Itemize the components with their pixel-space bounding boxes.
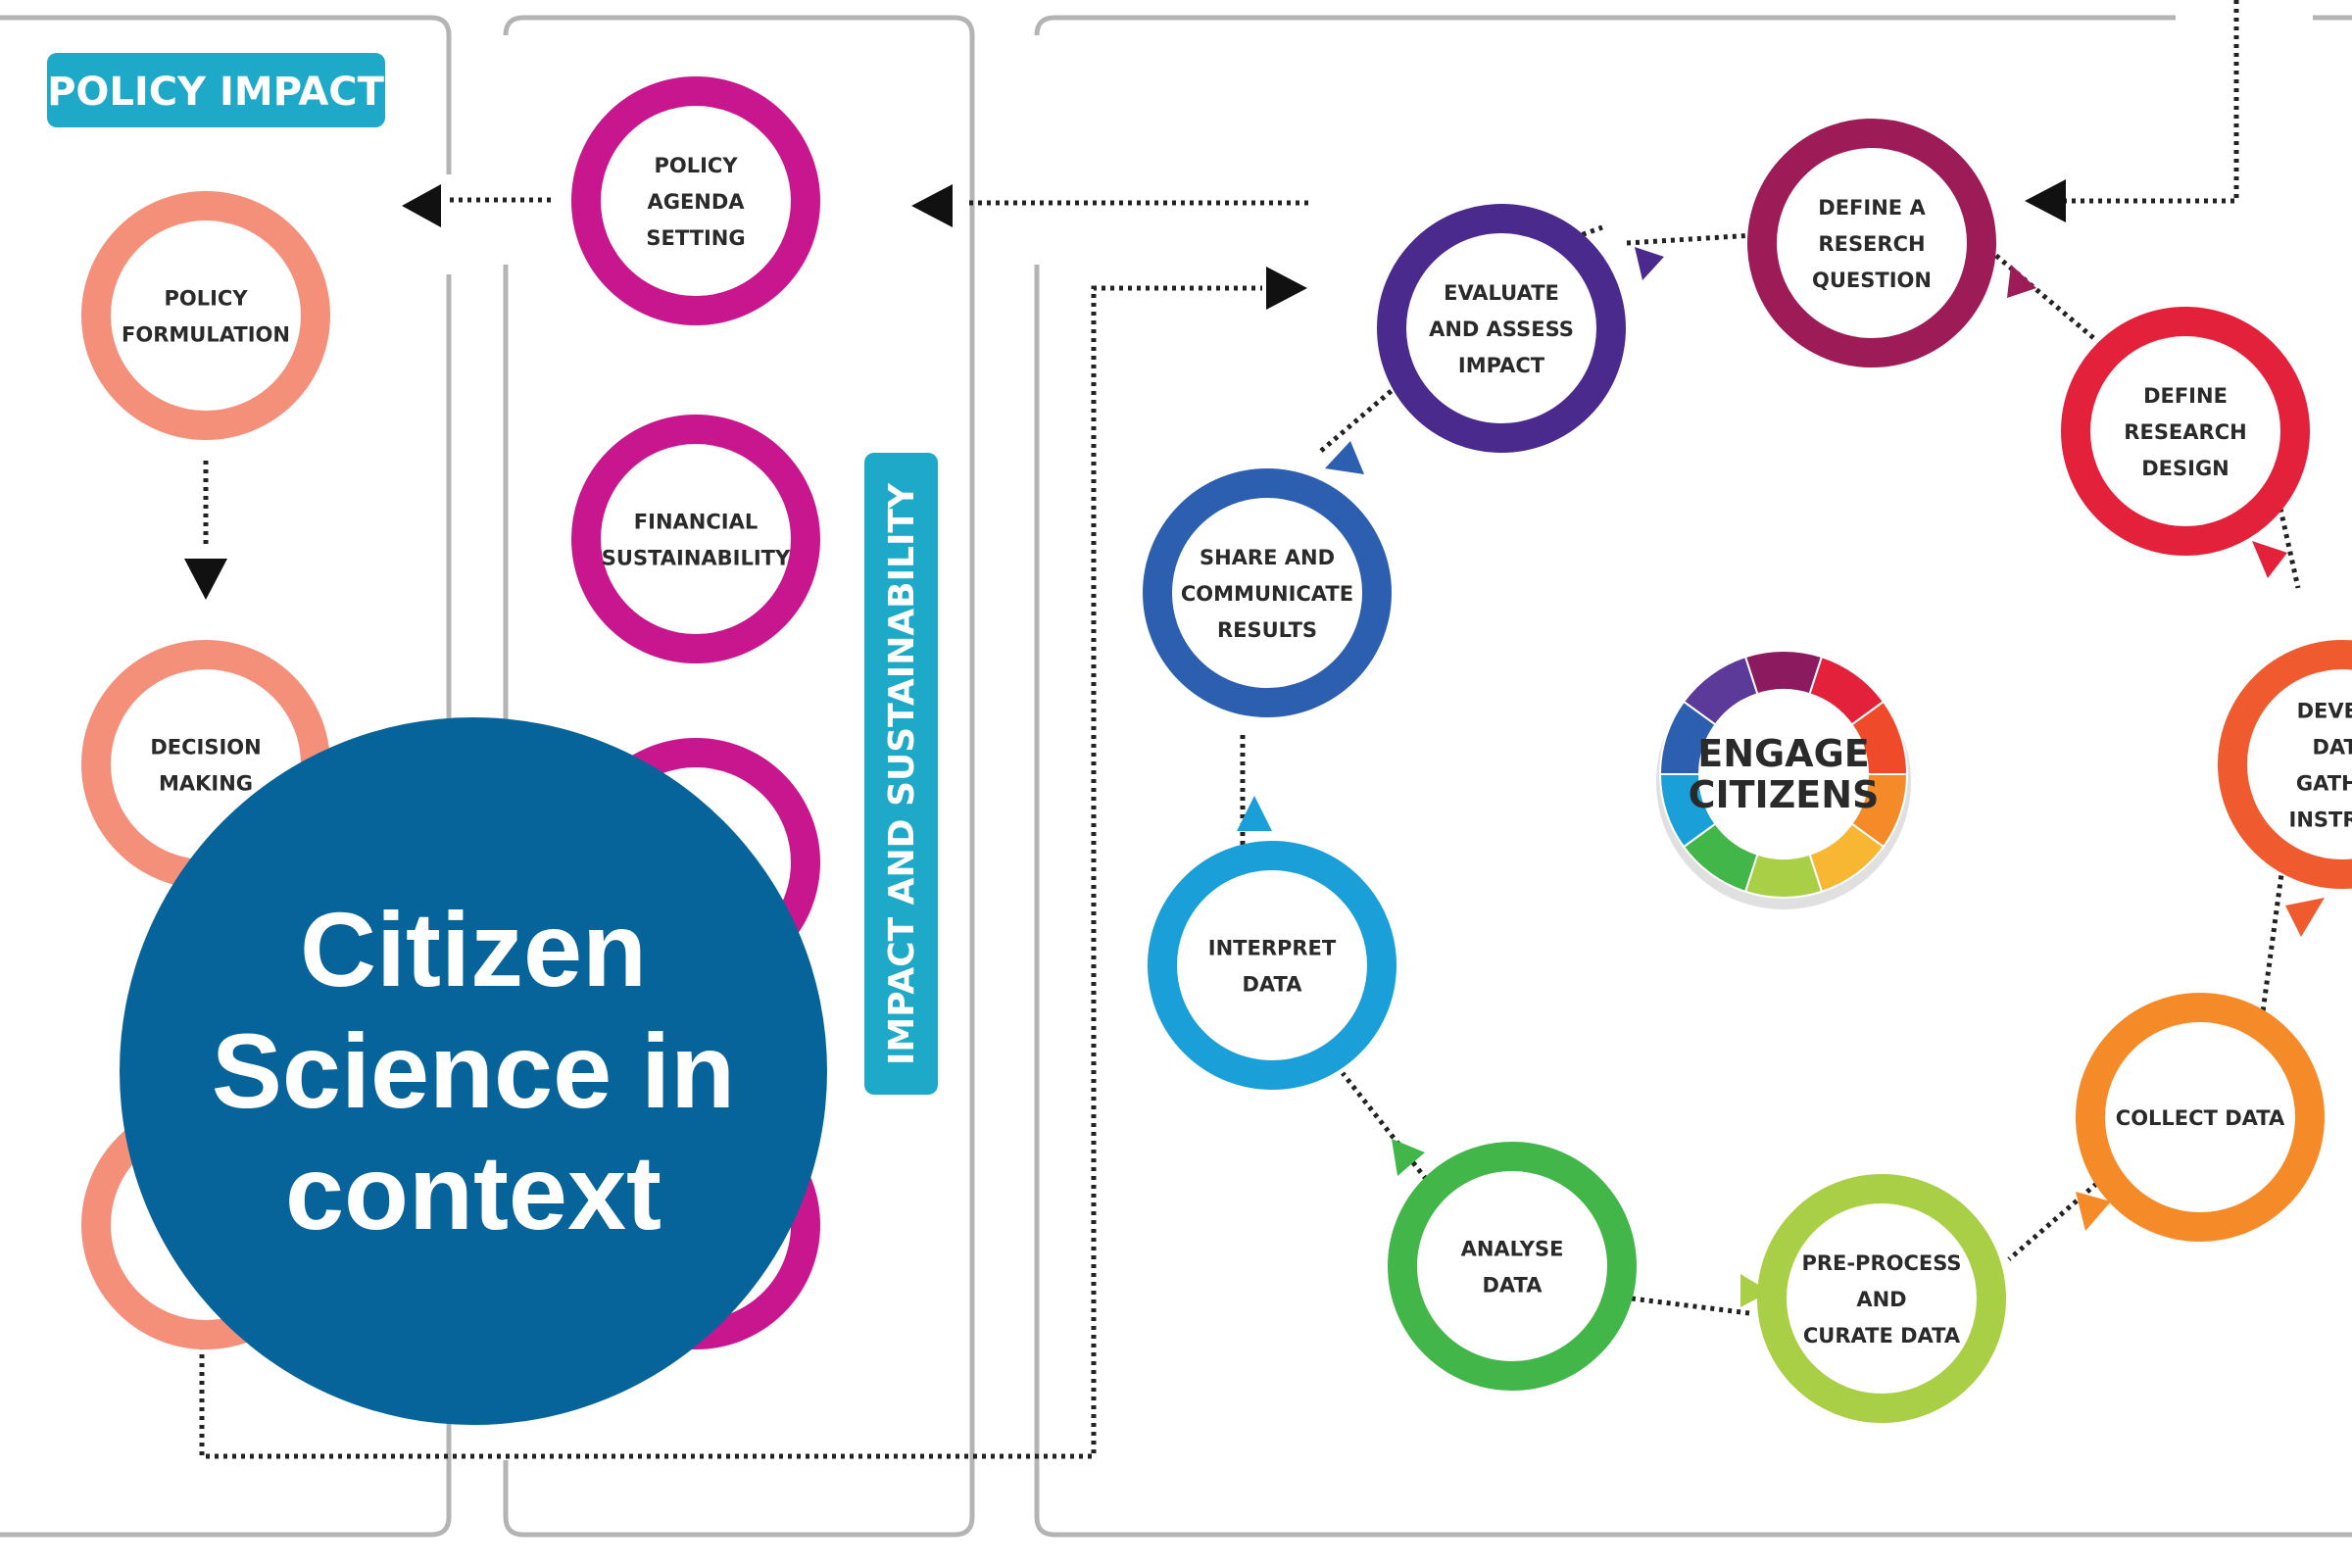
collect-data-label-1: COLLECT DATA: [2116, 1106, 2285, 1130]
cycle-arrowheads: [1237, 247, 2325, 1307]
impact-sustainability-tag: IMPACT AND SUSTAINABILITY: [864, 453, 938, 1095]
node-financial-sustainability: FINANCIAL SUSTAINABILITY: [571, 415, 820, 663]
engage-ring-segment-2: [1743, 650, 1824, 696]
evaluate-assess-impact-ring: [1377, 204, 1626, 453]
pre-process-curate-data-label-3: CURATE DATA: [1803, 1324, 1961, 1348]
cycle-arrowhead-6: [1740, 1274, 1770, 1307]
analyse-data-ring: [1388, 1142, 1637, 1391]
node-policy-formulation: POLICY FORMULATION: [81, 191, 330, 440]
node-analyse-data: ANALYSE DATA: [1388, 1142, 1637, 1391]
policy-panel-frame: [0, 15, 452, 1538]
define-research-design-label-1: DEFINE: [2143, 384, 2228, 408]
develop-data-gathering-label-1: DEVELO: [2297, 700, 2352, 723]
cycle-arrowhead-3: [2252, 541, 2287, 578]
cycle-arrowhead-1: [1635, 247, 1664, 280]
pre-process-curate-data-label-1: PRE-PROCESS: [1801, 1251, 1961, 1275]
node-share-communicate-results: SHARE AND COMMUNICATE RESULTS: [1143, 468, 1392, 717]
interpret-data-label-1: INTERPRET: [1208, 937, 1337, 960]
connector-top-to-question: [2066, 0, 2239, 204]
engage-citizens-center: ENGAGE CITIZENS: [1656, 650, 1911, 909]
node-policy-agenda-setting: POLICY AGENDA SETTING: [571, 76, 820, 325]
define-research-question-ring: [1747, 119, 1996, 368]
research-cycle-nodes: DEFINE A RESERCH QUESTION DEFINE RESEARCH DES…: [1143, 119, 2352, 1423]
share-communicate-results-label-2: COMMUNICATE: [1181, 582, 1353, 606]
citizen-science-badge: Citizen Science in context: [120, 717, 827, 1425]
policy-agenda-setting-ring: [571, 76, 820, 325]
cycle-panel-frame: [1034, 15, 2352, 1538]
develop-data-gathering-label-3: GATHER: [2296, 772, 2352, 796]
policy-formulation-label-2: FORMULATION: [122, 323, 290, 347]
cycle-arrowhead-4: [2285, 898, 2325, 937]
node-evaluate-assess-impact: EVALUATE AND ASSESS IMPACT: [1377, 204, 1626, 453]
evaluate-assess-impact-label-3: IMPACT: [1458, 354, 1545, 377]
cycle-arrowhead-9: [1325, 441, 1364, 474]
panel-frames: [0, 15, 2352, 1538]
node-define-research-question: DEFINE A RESERCH QUESTION: [1747, 119, 1996, 368]
define-research-question-label-3: QUESTION: [1812, 269, 1932, 292]
analyse-data-label-1: ANALYSE: [1461, 1238, 1564, 1261]
engage-citizens-line-1: ENGAGE: [1697, 732, 1870, 775]
engage-ring-segment-7: [1743, 853, 1824, 899]
policy-impact-tag: POLICY IMPACT: [47, 53, 385, 127]
arrowhead-right-1: [1266, 267, 1307, 310]
connector-bottom-loop: [199, 285, 1262, 1459]
policy-impact-tag-box: [47, 53, 385, 127]
policy-formulation-label-1: POLICY: [164, 287, 248, 311]
develop-data-gathering-label-2: DATA: [2312, 736, 2352, 760]
policy-formulation-ring: [81, 191, 330, 440]
develop-data-gathering-label-4: INSTRUM: [2289, 808, 2352, 832]
connector-cycle-arcs: [1240, 224, 2301, 1316]
node-develop-data-gathering: DEVELO DATA GATHER INSTRUM: [2218, 640, 2352, 889]
define-research-design-ring: [2061, 307, 2310, 556]
policy-impact-tag-text: POLICY IMPACT: [47, 70, 385, 115]
arrowhead-left-3: [2025, 179, 2066, 222]
analyse-data-label-2: DATA: [1482, 1274, 1543, 1298]
arrowhead-down-1: [184, 559, 227, 600]
cycle-arrowhead-8: [1237, 796, 1272, 831]
decision-making-label-1: DECISION: [150, 736, 261, 760]
decision-making-label-2: MAKING: [159, 772, 253, 796]
define-research-question-label-1: DEFINE A: [1818, 196, 1926, 220]
node-collect-data: COLLECT DATA: [2076, 993, 2325, 1242]
share-communicate-results-ring: [1143, 468, 1392, 717]
collect-data-ring: [2076, 993, 2325, 1242]
cycle-arrowhead-5: [2076, 1192, 2111, 1231]
cycle-arrowhead-7: [1392, 1139, 1425, 1176]
interpret-data-label-2: DATA: [1242, 973, 1302, 997]
policy-agenda-setting-label-2: AGENDA: [647, 190, 745, 214]
cycle-arrowhead-2: [2007, 265, 2036, 298]
define-research-design-label-2: RESEARCH: [2124, 420, 2246, 444]
connector-arrowheads: [184, 179, 2066, 600]
engage-citizens-line-2: CITIZENS: [1689, 773, 1880, 816]
evaluate-assess-impact-label-1: EVALUATE: [1444, 281, 1559, 305]
node-define-research-design: DEFINE RESEARCH DESIGN: [2061, 307, 2310, 556]
impact-sustainability-tag-box: [864, 453, 938, 1095]
evaluate-assess-impact-label-2: AND ASSESS: [1429, 318, 1574, 341]
policy-agenda-setting-label-3: SETTING: [646, 226, 745, 250]
arrowhead-left-2: [911, 184, 953, 227]
define-research-question-label-2: RESERCH: [1818, 232, 1925, 256]
pre-process-curate-data-label-2: AND: [1856, 1288, 1906, 1311]
interpret-data-ring: [1148, 841, 1396, 1090]
arrowhead-left-1: [402, 184, 441, 227]
financial-sustainability-label-1: FINANCIAL: [634, 511, 758, 534]
share-communicate-results-label-1: SHARE AND: [1200, 546, 1335, 569]
node-pre-process-curate-data: PRE-PROCESS AND CURATE DATA: [1757, 1174, 2006, 1423]
develop-data-gathering-ring: [2218, 640, 2352, 889]
define-research-design-label-3: DESIGN: [2141, 457, 2230, 480]
impact-sustainability-tag-text: IMPACT AND SUSTAINABILITY: [882, 482, 922, 1065]
connectors: [199, 0, 2301, 1459]
engage-citizens-core: [1699, 690, 1868, 858]
policy-agenda-setting-label-1: POLICY: [654, 154, 738, 177]
badge-title: Citizen Science in context: [211, 890, 736, 1251]
pre-process-curate-data-ring: [1757, 1174, 2006, 1423]
node-interpret-data: INTERPRET DATA: [1148, 841, 1396, 1090]
share-communicate-results-label-3: RESULTS: [1217, 618, 1317, 642]
financial-sustainability-ring: [571, 415, 820, 663]
financial-sustainability-label-2: SUSTAINABILITY: [602, 547, 791, 570]
